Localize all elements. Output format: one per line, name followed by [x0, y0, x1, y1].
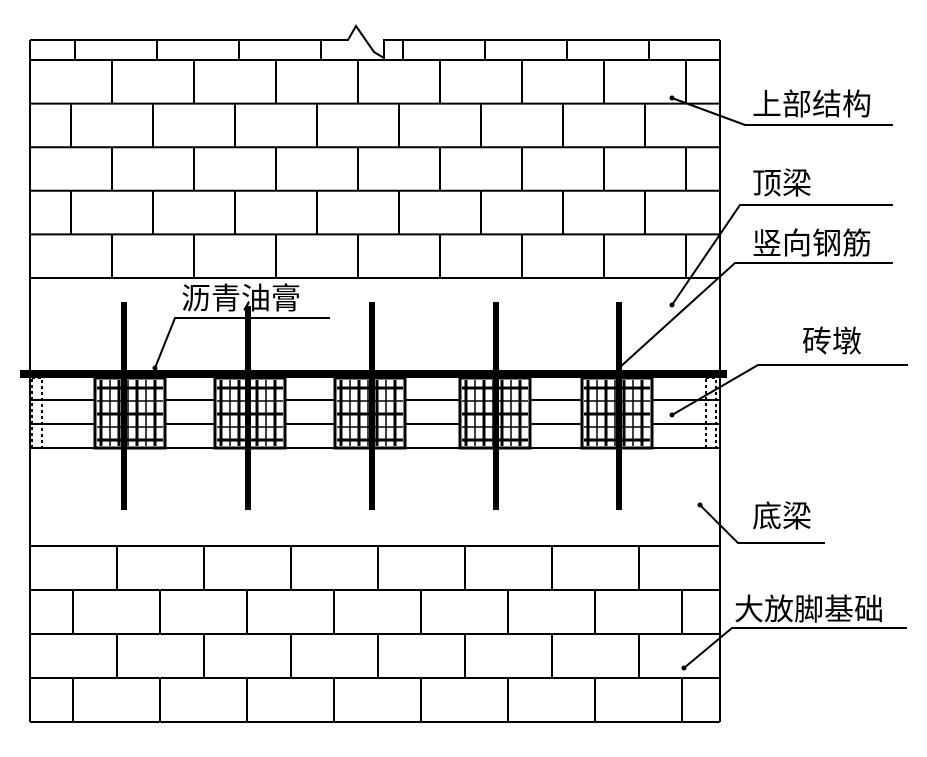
- brick-pier: [93, 376, 167, 450]
- leader-dot: [681, 665, 687, 671]
- label-bottom-beam: 底梁: [752, 500, 812, 535]
- leader-dot: [152, 365, 158, 371]
- leader-dot: [669, 412, 675, 418]
- leader-bottom-beam: [699, 504, 825, 544]
- leader-top-beam: [671, 204, 893, 306]
- top-beam: [29, 278, 721, 372]
- break-line: [30, 24, 720, 60]
- vertical-rebar: [493, 302, 499, 510]
- pier-end-hatch: [31, 377, 43, 449]
- leader-dot: [669, 302, 675, 308]
- leader-dot: [669, 95, 675, 101]
- leader-asphalt: [154, 317, 330, 369]
- label-asphalt: 沥青油膏: [181, 282, 301, 317]
- label-brick-pier: 砖墩: [802, 325, 862, 360]
- leader-dot: [616, 365, 622, 371]
- label-superstructure: 上部结构: [752, 88, 872, 123]
- leader-dot: [697, 502, 703, 508]
- leader-footing: [683, 627, 907, 669]
- leader-lines: [152, 95, 908, 671]
- vertical-rebar: [121, 302, 127, 510]
- bottom-beam: [29, 448, 721, 547]
- leader-brick-pier: [671, 364, 908, 416]
- vertical-rebar: [369, 302, 375, 510]
- vertical-rebar: [245, 306, 251, 510]
- label-vertical-rebar: 竖向钢筋: [752, 227, 872, 262]
- vertical-rebars: [121, 302, 622, 510]
- superstructure-brickwork: [29, 24, 721, 279]
- label-top-beam: 顶梁: [752, 167, 812, 202]
- footing-brickwork: [29, 546, 721, 723]
- leader-vertical-rebar: [618, 262, 893, 369]
- pier-end-hatch: [705, 377, 717, 449]
- label-footing: 大放脚基础: [734, 593, 884, 628]
- leader-superstructure: [671, 97, 893, 126]
- vertical-rebar: [616, 302, 622, 510]
